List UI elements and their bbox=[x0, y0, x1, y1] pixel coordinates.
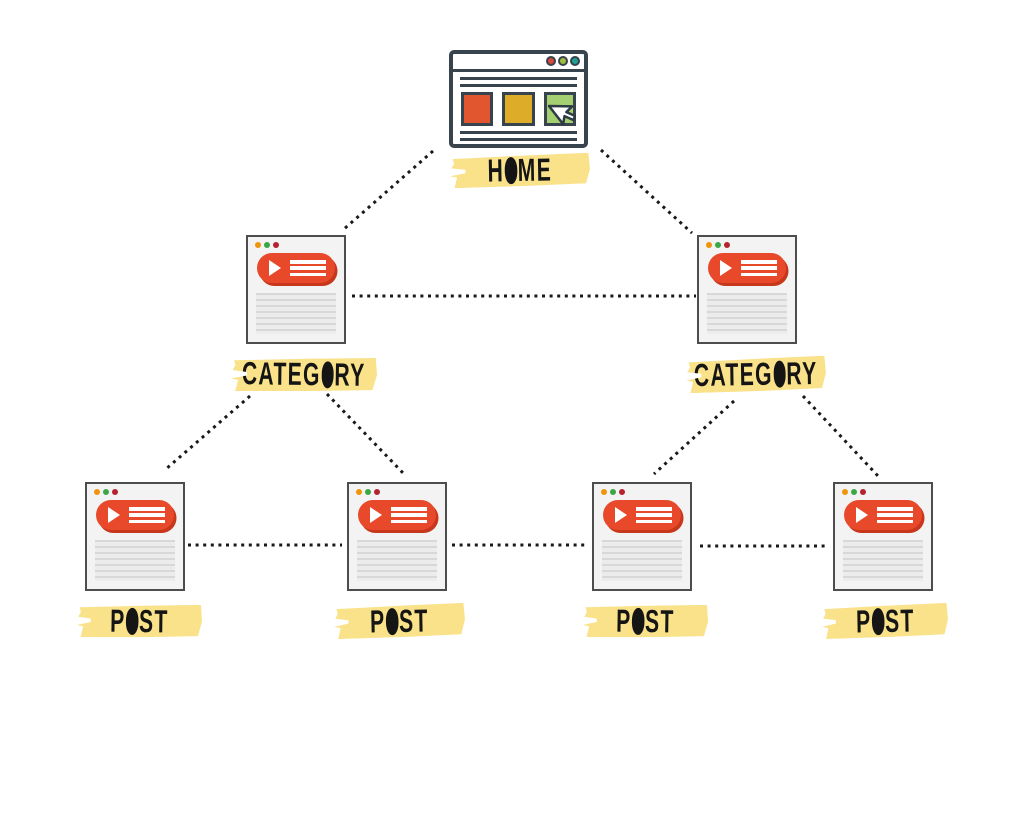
media-banner bbox=[96, 500, 174, 530]
window-dot-teal-icon bbox=[570, 56, 580, 66]
play-icon bbox=[720, 260, 732, 276]
edge-category-1-post-1 bbox=[165, 394, 251, 471]
media-banner bbox=[603, 500, 681, 530]
menu-line-icon bbox=[460, 77, 577, 80]
media-banner bbox=[708, 253, 786, 283]
post-2-page-icon bbox=[347, 482, 447, 591]
page-dot-green-icon bbox=[103, 489, 109, 495]
text-lines-icon bbox=[636, 507, 672, 523]
page-dot-maroon-icon bbox=[724, 242, 730, 248]
category-1-page-icon bbox=[246, 235, 346, 344]
page-dot-green-icon bbox=[851, 489, 857, 495]
page-dot-orange-icon bbox=[601, 489, 607, 495]
cursor-icon bbox=[547, 104, 576, 126]
page-dot-orange-icon bbox=[356, 489, 362, 495]
play-icon bbox=[856, 507, 868, 523]
page-dot-orange-icon bbox=[842, 489, 848, 495]
page-dot-orange-icon bbox=[255, 242, 261, 248]
category-2-page-icon bbox=[697, 235, 797, 344]
text-block bbox=[843, 540, 923, 581]
page-dots-icon bbox=[842, 489, 866, 495]
media-banner bbox=[358, 500, 436, 530]
text-lines-icon bbox=[877, 507, 913, 523]
page-dot-green-icon bbox=[365, 489, 371, 495]
window-buttons-icon bbox=[546, 56, 580, 66]
page-dots-icon bbox=[706, 242, 730, 248]
play-icon bbox=[108, 507, 120, 523]
page-dot-green-icon bbox=[264, 242, 270, 248]
play-icon bbox=[615, 507, 627, 523]
filled-o-glyph bbox=[322, 361, 335, 388]
page-dot-maroon-icon bbox=[619, 489, 625, 495]
edge-home-category-1 bbox=[343, 149, 434, 231]
play-icon bbox=[269, 260, 281, 276]
text-lines-icon bbox=[129, 507, 165, 523]
page-dot-maroon-icon bbox=[273, 242, 279, 248]
edge-category-2-post-3 bbox=[652, 399, 736, 476]
text-lines-icon bbox=[741, 260, 777, 276]
filled-o-glyph bbox=[872, 608, 885, 635]
text-block bbox=[256, 293, 336, 334]
filled-o-glyph bbox=[632, 607, 645, 634]
page-dots-icon bbox=[94, 489, 118, 495]
edge-category-1-post-2 bbox=[325, 392, 406, 476]
post-4-page-icon bbox=[833, 482, 933, 591]
thumbnail-red bbox=[461, 92, 494, 126]
filled-o-glyph bbox=[505, 157, 518, 184]
page-dots-icon bbox=[356, 489, 380, 495]
text-block bbox=[95, 540, 175, 581]
edge-category-2-post-4 bbox=[801, 394, 880, 478]
text-lines-icon bbox=[391, 507, 427, 523]
page-dots-icon bbox=[255, 242, 279, 248]
footer-line-icon bbox=[460, 131, 577, 134]
media-banner bbox=[257, 253, 335, 283]
browser-titlebar bbox=[453, 54, 584, 72]
page-dot-orange-icon bbox=[706, 242, 712, 248]
window-dot-green-icon bbox=[558, 56, 568, 66]
media-banner bbox=[844, 500, 922, 530]
page-dots-icon bbox=[601, 489, 625, 495]
text-block bbox=[357, 540, 437, 581]
page-dot-maroon-icon bbox=[860, 489, 866, 495]
footer-line-icon bbox=[460, 138, 577, 141]
post-1-page-icon bbox=[85, 482, 185, 591]
filled-o-glyph bbox=[386, 608, 399, 635]
filled-o-glyph bbox=[774, 360, 787, 387]
page-dot-orange-icon bbox=[94, 489, 100, 495]
text-block bbox=[602, 540, 682, 581]
page-dot-green-icon bbox=[610, 489, 616, 495]
post-3-page-icon bbox=[592, 482, 692, 591]
menu-line-icon bbox=[460, 84, 577, 87]
thumbnail-squares bbox=[453, 92, 584, 126]
browser-window-icon bbox=[449, 50, 588, 148]
window-dot-red-icon bbox=[546, 56, 556, 66]
page-dot-maroon-icon bbox=[112, 489, 118, 495]
text-block bbox=[707, 293, 787, 334]
filled-o-glyph bbox=[126, 607, 139, 634]
text-lines-icon bbox=[290, 260, 326, 276]
page-dot-green-icon bbox=[715, 242, 721, 248]
thumbnail-yellow bbox=[502, 92, 535, 126]
page-dot-maroon-icon bbox=[374, 489, 380, 495]
play-icon bbox=[370, 507, 382, 523]
edge-home-category-2 bbox=[599, 148, 694, 235]
